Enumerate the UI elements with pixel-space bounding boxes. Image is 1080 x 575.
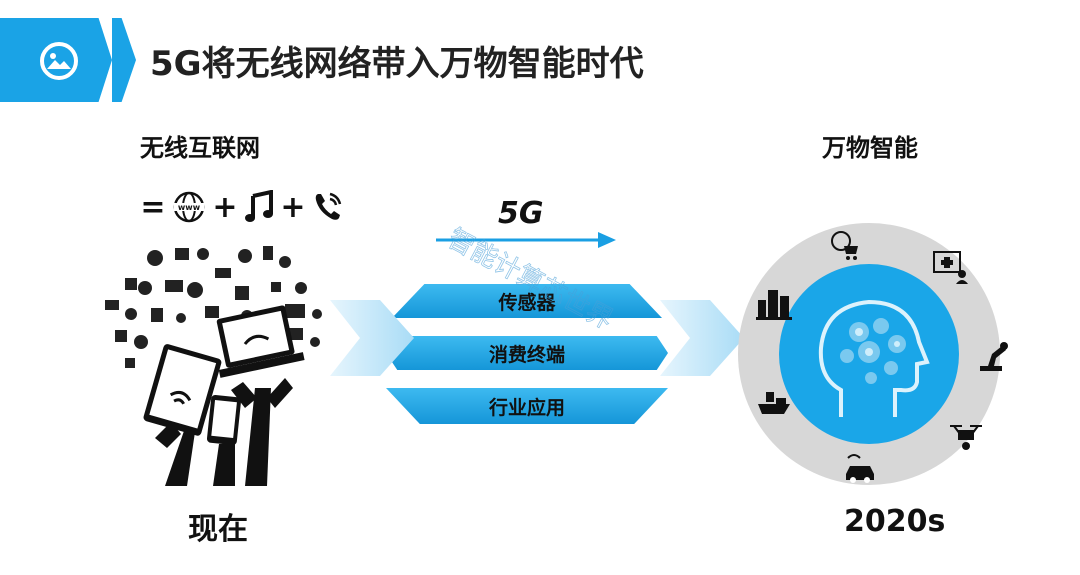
svg-text:www: www (178, 203, 201, 212)
middle-to-right-arrow (660, 300, 744, 376)
image-icon (40, 42, 78, 80)
layer-sensors: 传感器 (392, 284, 662, 318)
formula: = www + + (140, 187, 344, 227)
ai-head-icon (818, 299, 930, 417)
smart-everything-heading: 万物智能 (822, 134, 918, 162)
era-caption: 2020s (844, 504, 946, 539)
5g-arrow (436, 232, 616, 248)
medical-monitor-icon (933, 251, 968, 284)
cargo-ship-icon (758, 392, 790, 414)
layer-label: 行业应用 (488, 396, 565, 419)
layer-industry-apps: 行业应用 (386, 388, 668, 424)
wireless-internet-heading: 无线互联网 (140, 134, 260, 162)
layer-label: 传感器 (498, 291, 556, 314)
now-caption: 现在 (188, 512, 248, 547)
plus-sign: + (212, 189, 238, 225)
globe-www-icon: www (173, 191, 205, 223)
equals-sign: = (140, 189, 166, 225)
phone-call-icon (315, 192, 342, 220)
shopping-cart-icon (831, 231, 858, 260)
plus-sign: + (280, 189, 306, 225)
header-chevron (112, 18, 136, 102)
layer-consumer-devices: 消费终端 (386, 336, 668, 370)
robot-arm-icon (980, 342, 1008, 371)
devices-and-hands-illustration (105, 246, 322, 486)
left-to-middle-arrow (330, 300, 414, 376)
5g-tag: 5G (498, 196, 544, 231)
connected-car-icon (846, 454, 874, 483)
music-note-icon (245, 190, 273, 222)
drone-icon (950, 425, 982, 450)
city-buildings-icon (756, 290, 792, 320)
page-title: 5G将无线网络带入万物智能时代 (150, 44, 644, 84)
layer-label: 消费终端 (488, 343, 565, 366)
